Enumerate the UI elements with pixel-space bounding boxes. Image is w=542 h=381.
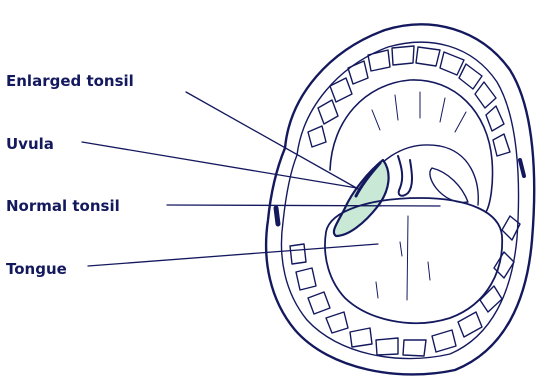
normal-tonsil-shape	[430, 168, 468, 202]
palate-ridges	[372, 92, 466, 132]
enlarged-tonsil-label: Enlarged tonsil	[6, 72, 134, 90]
right-cheek-mark	[520, 160, 524, 176]
inner-lip-outline	[281, 42, 518, 358]
enlarged-tonsil-shape	[334, 160, 389, 236]
uvula-label: Uvula	[6, 135, 54, 153]
tongue-label: Tongue	[6, 260, 67, 278]
tongue-leader	[88, 244, 378, 266]
left-cheek-mark	[276, 208, 278, 224]
normal-tonsil-label: Normal tonsil	[6, 197, 120, 215]
tongue-midline	[376, 216, 430, 300]
uvula-shape	[398, 156, 412, 196]
normal-tonsil-leader	[167, 205, 440, 206]
